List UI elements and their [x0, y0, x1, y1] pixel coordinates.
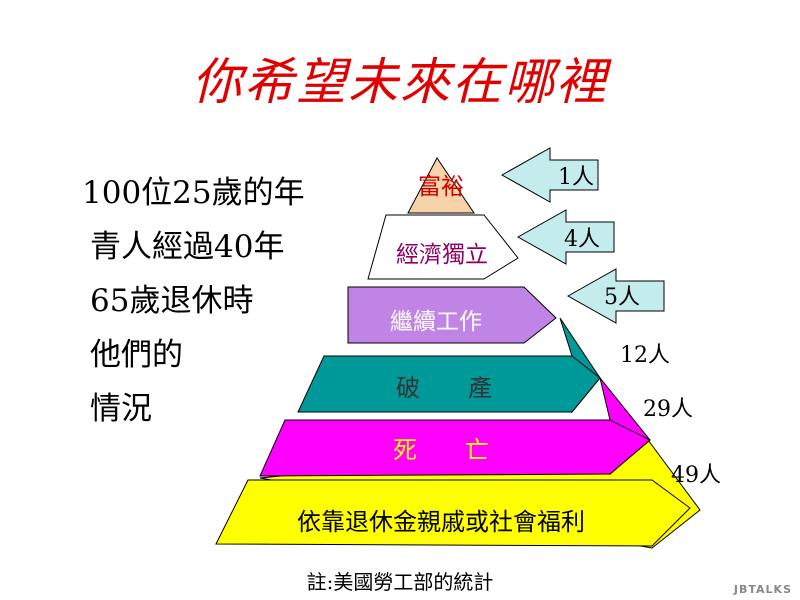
tier-4-shape	[297, 317, 601, 414]
tier-6-count: 49人	[671, 463, 721, 488]
tier-1-label: 富裕	[418, 174, 464, 200]
tier-1-count: 1人	[558, 165, 594, 190]
tier-5-count: 29人	[643, 397, 693, 422]
intro-text: 100位25歲的年 青人經過40年 65歲退休時 他們的 情況	[82, 166, 342, 436]
tier-3-shape	[347, 286, 557, 344]
intro-line: 青人經過40年	[90, 229, 285, 265]
arrow-tier-1	[500, 147, 599, 203]
tier-4-count: 12人	[620, 343, 670, 368]
arrows	[500, 147, 665, 324]
tier-1-shape	[407, 157, 475, 214]
tier-5-shape	[259, 377, 651, 477]
intro-line: 他們的	[90, 337, 183, 373]
tier-3-label: 繼續工作	[390, 309, 482, 335]
arrow-tier-3	[566, 268, 665, 324]
intro-line: 100位25歲的年	[82, 175, 305, 211]
watermark-logo: JBTALKS	[733, 583, 792, 596]
tier-2-shape	[367, 214, 519, 280]
arrow-tier-2	[516, 209, 615, 265]
intro-line: 65歲退休時	[90, 283, 254, 319]
intro-line: 情況	[90, 391, 152, 427]
footnote: 註:美國勞工部的統計	[306, 570, 494, 594]
tier-2-label: 經濟獨立	[396, 242, 488, 268]
tier-5-label: 死 亡	[393, 436, 489, 464]
tier-3-count: 5人	[604, 285, 640, 310]
page-title: 你希望未來在哪裡	[192, 53, 608, 111]
tier-4-label: 破 產	[396, 374, 492, 402]
tier-2-count: 4人	[564, 227, 600, 252]
tier-6-label: 依靠退休金親戚或社會福利	[297, 508, 585, 536]
